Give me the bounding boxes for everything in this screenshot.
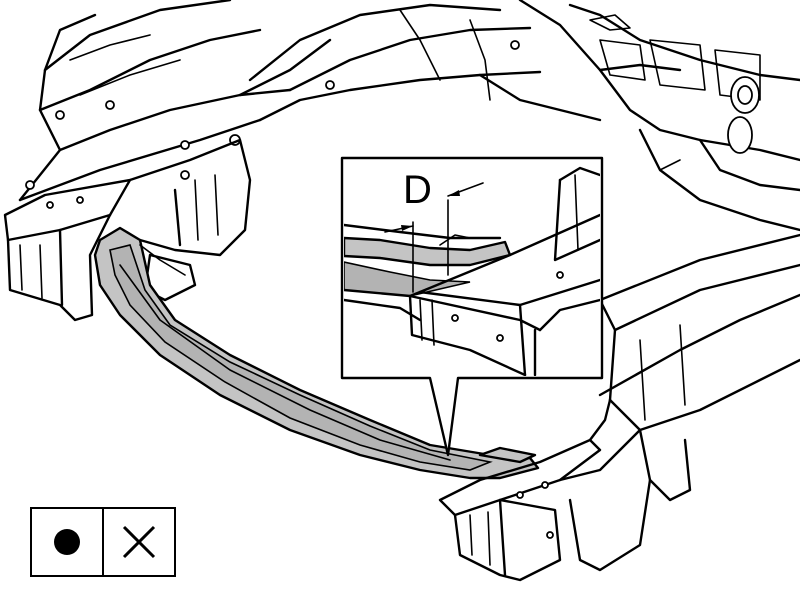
detail-callout: D xyxy=(340,156,604,457)
left-front-box-section xyxy=(3,178,132,322)
dimension-marker xyxy=(384,182,484,293)
right-lower-rail xyxy=(568,233,800,572)
right-upper-structure xyxy=(518,0,800,232)
callout-box xyxy=(340,156,604,457)
dimension-label: D xyxy=(403,168,432,212)
legend-cell-cross xyxy=(104,507,176,577)
top-center-structure xyxy=(238,3,602,122)
legend-cell-dot xyxy=(30,507,104,577)
legend xyxy=(30,507,176,577)
cross-icon xyxy=(122,525,156,559)
dot-icon xyxy=(54,529,80,555)
callout-detail-view xyxy=(344,166,600,376)
front-cross-member xyxy=(93,226,540,480)
right-front-box-section xyxy=(438,398,642,582)
left-upper-structure xyxy=(18,0,292,202)
